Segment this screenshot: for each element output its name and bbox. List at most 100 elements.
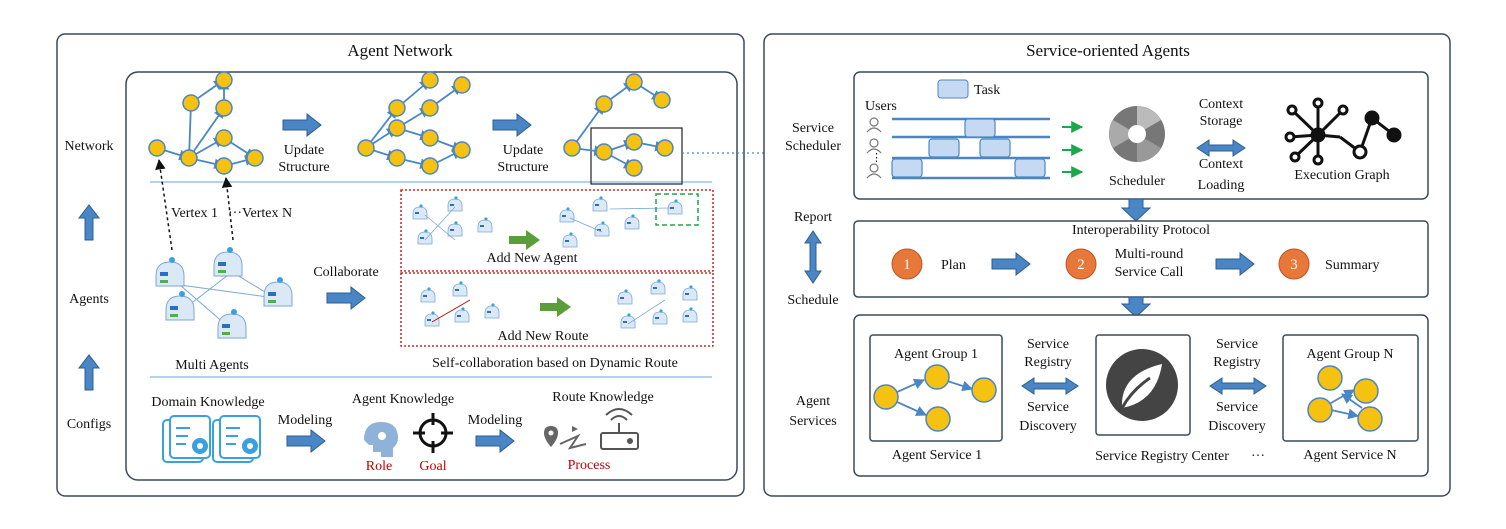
add-route-before: [420, 280, 500, 327]
report-label: Report: [794, 210, 832, 225]
right-panel-title: Service-oriented Agents: [1026, 41, 1190, 60]
agent-group-1-label: Agent Group 1: [894, 347, 978, 362]
service-scheduler-line1: Service: [792, 121, 834, 136]
route-knowledge-label: Route Knowledge: [552, 390, 653, 405]
graph-2-nodes: [357, 71, 471, 175]
service-registry-r-line1: Service: [1216, 337, 1258, 352]
service-discovery-r-line2: Discovery: [1208, 419, 1266, 434]
modeling-2-label: Modeling: [468, 413, 522, 428]
add-new-route-label: Add New Route: [498, 329, 589, 344]
service-oriented-panel: Service-oriented Agents Service Schedule…: [763, 33, 1451, 497]
step-call-line2: Service Call: [1115, 265, 1184, 280]
domain-knowledge-label: Domain Knowledge: [151, 395, 264, 410]
scheduler-aperture-icon: [1109, 106, 1165, 162]
add-route-box: [400, 272, 714, 347]
agent-group-n-label: Agent Group N: [1306, 347, 1393, 362]
service-registry-r-line2: Registry: [1213, 355, 1260, 370]
goal-icon: [413, 413, 453, 453]
schedule-label: Schedule: [787, 293, 838, 308]
green-arrows: [1062, 121, 1084, 178]
context-arrow: [1196, 139, 1246, 157]
scheduler-label: Scheduler: [1109, 174, 1165, 189]
side-label-network: Network: [65, 139, 114, 154]
step-call-line1: Multi-round: [1115, 247, 1183, 262]
graph-3-nodes: [563, 73, 674, 177]
step-3-circle: [1278, 248, 1310, 280]
down-arrow-2: [1120, 296, 1152, 318]
task-legend-icon: [937, 79, 969, 99]
left-panel-title: Agent Network: [347, 41, 453, 60]
green-arrow-1: [509, 230, 540, 250]
agent-service-1-label: Agent Service 1: [892, 448, 982, 463]
step-1-number: 1: [903, 257, 911, 273]
context-storage-line1: Context: [1199, 97, 1243, 112]
update-structure-2-line1: Update: [503, 143, 543, 158]
add-route-after: [617, 278, 698, 329]
context-loading-line2: Loading: [1198, 178, 1245, 193]
goal-label: Goal: [419, 459, 446, 474]
self-collab-label: Self-collaboration based on Dynamic Rout…: [432, 356, 678, 371]
step-plan-label: Plan: [941, 258, 966, 273]
side-label-agents: Agents: [69, 292, 109, 307]
user-icons: [866, 117, 882, 179]
graph-1-nodes: [148, 71, 264, 175]
services-ellipsis: ···: [1251, 449, 1265, 464]
step-2-circle: [1065, 248, 1097, 280]
highlight-box: [590, 127, 683, 185]
update-structure-1-line1: Update: [284, 143, 324, 158]
agent-network-panel: Agent Network Network Agents Configs: [56, 33, 745, 497]
task-blocks: [891, 118, 1046, 178]
step-3-number: 3: [1290, 257, 1298, 273]
green-arrow-2: [540, 297, 571, 317]
add-new-agent-label: Add New Agent: [487, 251, 578, 266]
down-arrow-1: [1120, 198, 1152, 222]
step-2-number: 2: [1077, 257, 1085, 273]
registry-arrow-left: [1021, 377, 1079, 395]
agent-services-line1: Agent: [796, 394, 830, 409]
registry-arrow-right: [1209, 377, 1267, 395]
execution-graph-label: Execution Graph: [1294, 168, 1389, 183]
add-agent-after: [559, 195, 683, 248]
process-label: Process: [568, 458, 611, 473]
spring-leaf-icon: [1106, 349, 1178, 421]
domain-knowledge-icon: [162, 415, 261, 463]
agent-knowledge-label: Agent Knowledge: [352, 392, 454, 407]
vertex-n-label: ···Vertex N: [228, 206, 292, 221]
registry-center-label: Service Registry Center: [1095, 449, 1229, 464]
up-arrow-2: [77, 354, 101, 391]
vertex-n-arrow: [221, 176, 234, 241]
agent-group-n-nodes: [1307, 365, 1383, 432]
side-label-configs: Configs: [67, 417, 111, 432]
report-schedule-arrow: [804, 230, 822, 284]
service-discovery-l-line2: Discovery: [1019, 419, 1077, 434]
new-agent-highlight: [655, 193, 699, 226]
agent-service-n-label: Agent Service N: [1303, 448, 1396, 463]
service-discovery-l-line1: Service: [1027, 400, 1069, 415]
agent-services-line2: Services: [789, 414, 836, 429]
update-structure-1-line2: Structure: [278, 160, 329, 175]
route-map-icon: [544, 426, 587, 450]
multi-agents-label: Multi Agents: [175, 358, 249, 373]
users-ellipsis: ⋮: [871, 152, 882, 164]
router-icon: [600, 408, 639, 450]
context-storage-line2: Storage: [1200, 114, 1243, 129]
interop-protocol-label: Interoperability Protocol: [1072, 223, 1210, 238]
service-discovery-r-line1: Service: [1216, 400, 1258, 415]
collaborate-label: Collaborate: [313, 265, 378, 280]
service-scheduler-line2: Scheduler: [785, 139, 841, 154]
service-registry-l-line2: Registry: [1024, 355, 1071, 370]
multi-agents-cluster: [155, 246, 293, 339]
add-agent-before: [412, 195, 493, 245]
step-1-circle: [891, 248, 923, 280]
context-loading-line1: Context: [1199, 157, 1243, 172]
service-registry-l-line1: Service: [1027, 337, 1069, 352]
users-label: Users: [865, 99, 897, 114]
agent-group-1-nodes: [873, 364, 997, 432]
add-agent-box: [400, 189, 714, 272]
task-label: Task: [974, 83, 1000, 98]
role-label: Role: [366, 459, 392, 474]
update-structure-2-line2: Structure: [497, 160, 548, 175]
execution-graph-icon: [1284, 97, 1402, 166]
modeling-1-label: Modeling: [278, 413, 332, 428]
